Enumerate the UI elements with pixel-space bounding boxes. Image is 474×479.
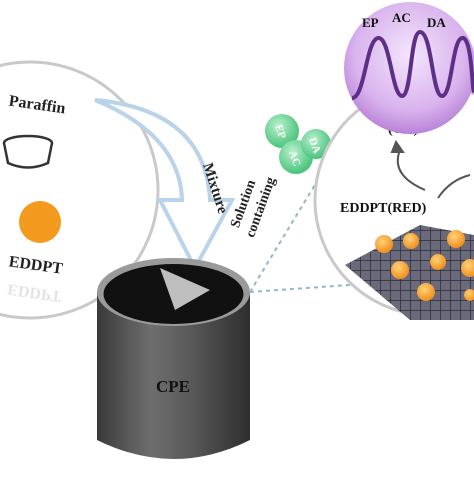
surface-particle xyxy=(464,289,474,301)
surface-particle xyxy=(447,230,465,248)
surface-particle xyxy=(430,254,446,270)
analyte-cluster: EP AC DA xyxy=(265,114,331,174)
peak-da-label: DA xyxy=(427,15,446,30)
analyte-ep-bubble xyxy=(265,114,299,148)
analyte-ep-label: EP xyxy=(272,123,288,141)
surface-particle xyxy=(461,259,474,277)
surface-particle xyxy=(403,233,419,249)
analyte-da-label: DA xyxy=(306,136,323,155)
cpe-label: CPE xyxy=(156,377,190,396)
analyte-da-bubble xyxy=(301,129,331,159)
eddpt-particle xyxy=(19,201,61,243)
surface-particle xyxy=(417,283,435,301)
ingredients-circle: Paraffin EDDPT EDDPT xyxy=(0,60,160,320)
eddpt-red-label: EDDPT(RED) xyxy=(340,201,427,216)
electrode-detail-circle: EDDPT(RED) (OX) xyxy=(313,83,474,320)
electrode-surface xyxy=(345,225,474,320)
analyte-ac-label: AC xyxy=(286,149,303,168)
paraffin-container-icon xyxy=(2,134,54,169)
surface-particle xyxy=(391,261,409,279)
voltammogram-curve xyxy=(351,29,474,100)
voltammogram-circle: EP AC DA xyxy=(344,2,474,134)
surface-particle xyxy=(375,235,393,253)
peak-ep-label: EP xyxy=(362,15,379,30)
peak-ac-label: AC xyxy=(392,10,411,25)
cpe-electrode: CPE xyxy=(97,258,250,459)
redox-arrows xyxy=(390,139,471,199)
